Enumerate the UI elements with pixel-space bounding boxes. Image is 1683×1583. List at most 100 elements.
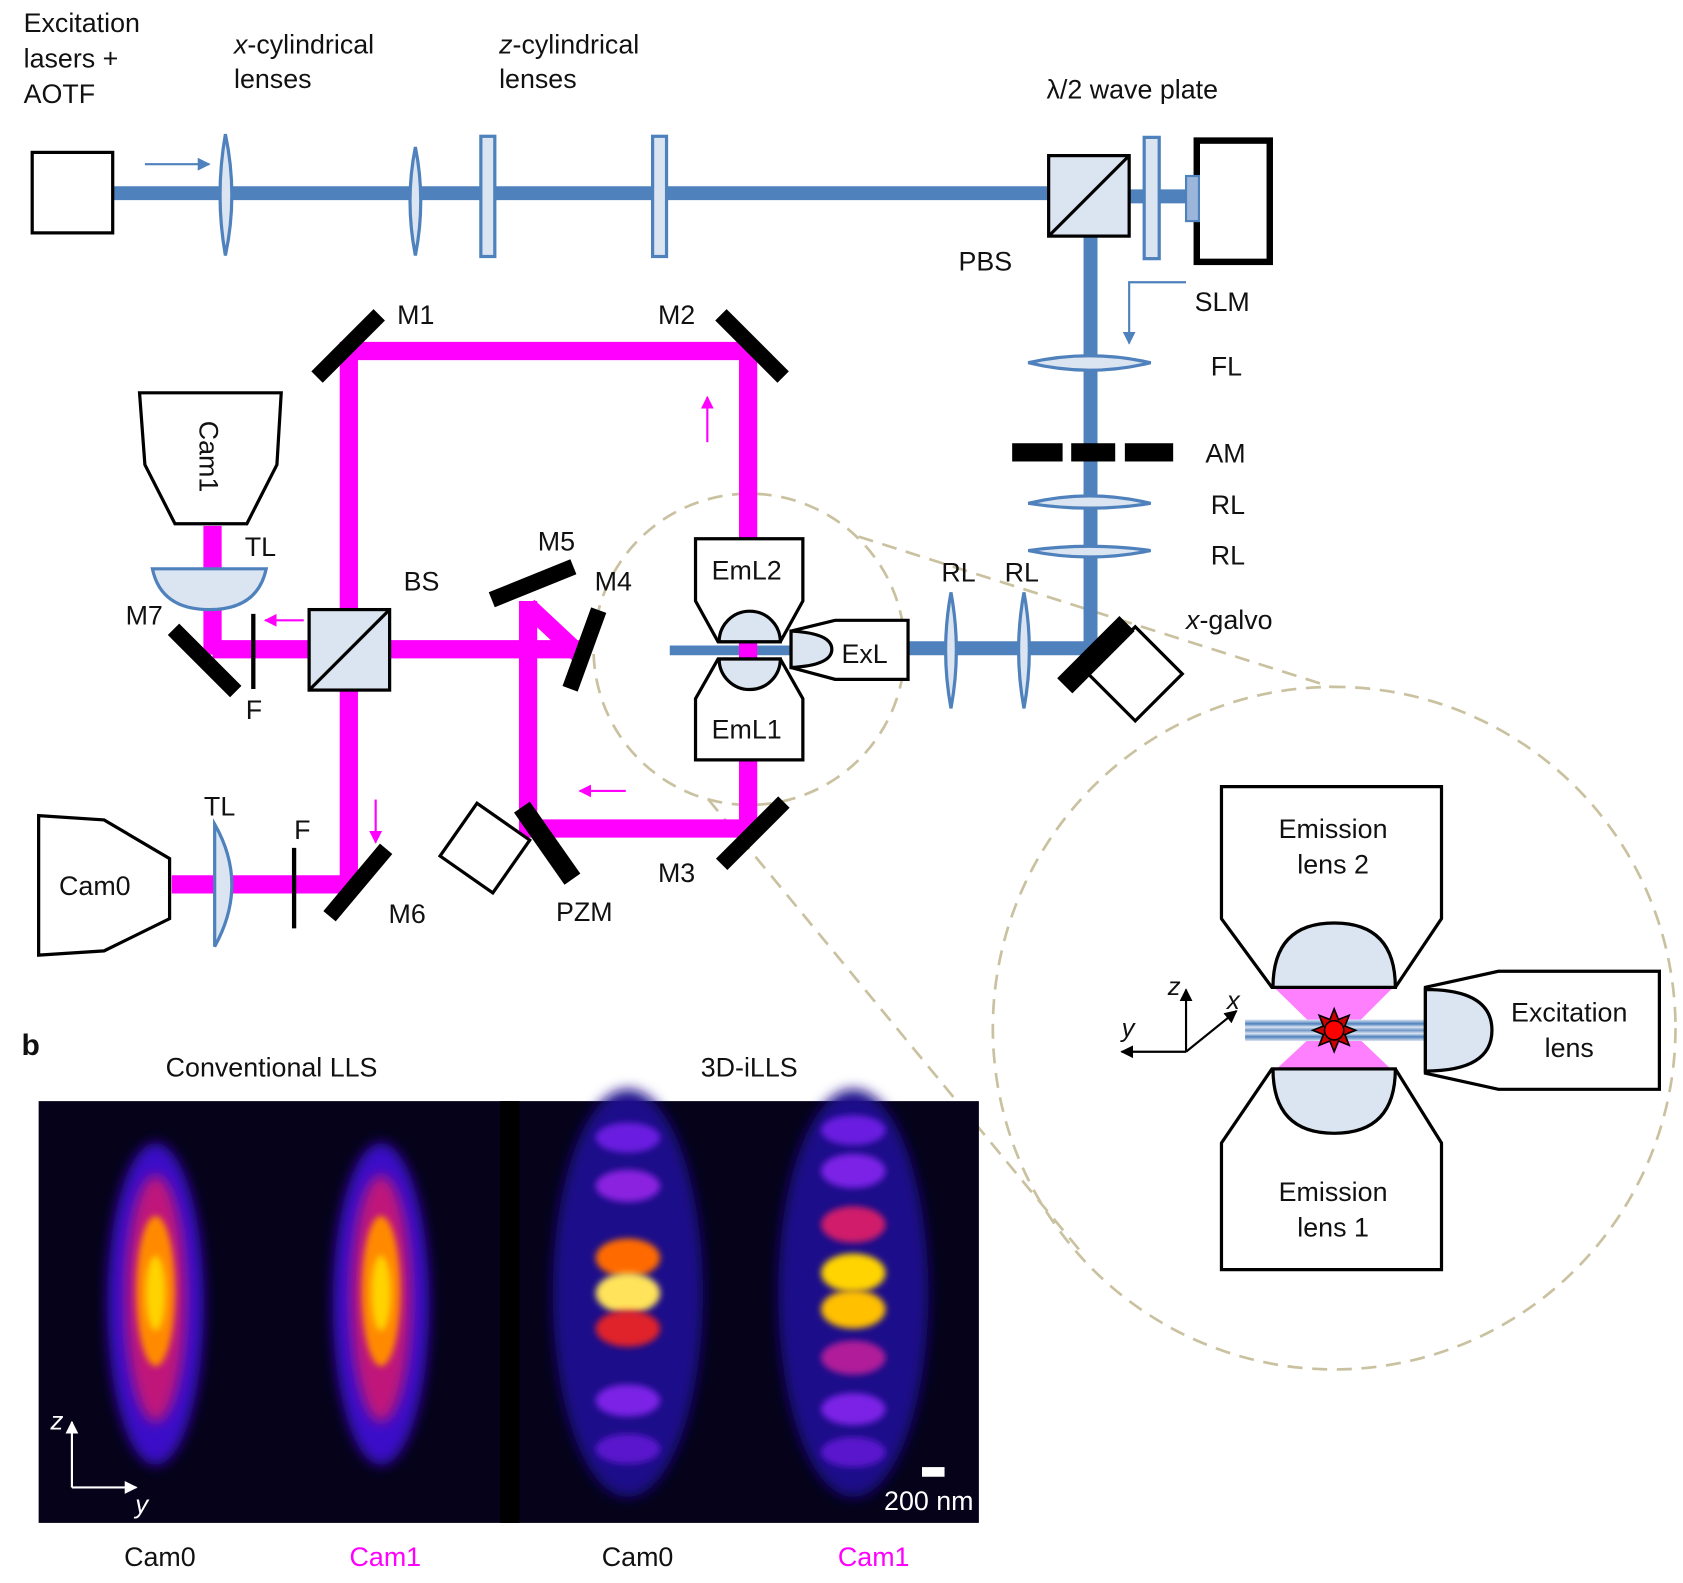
z-cylindrical-lens-2 [650,134,669,259]
label-m1: M1 [397,300,434,330]
label-slm: SLM [1195,287,1250,317]
psf-fringe [595,1238,661,1278]
label-m6: M6 [389,899,426,929]
psf-fringe [595,1310,661,1347]
inset-emission-lens-1-glass [1271,1067,1397,1135]
label-m4: M4 [595,566,632,596]
psf-fringe [821,1206,886,1243]
inset-emission-lens-1-label-2: lens 1 [1297,1212,1369,1242]
label-tl-top: TL [245,532,276,562]
psf-fringe [821,1153,886,1189]
inset-emission-lens-1-label-1: Emission [1279,1177,1388,1207]
scale-bar-label: 200 nm [884,1486,973,1516]
panel-a-labels: Excitation lasers + AOTF x-cylindrical l… [24,8,1273,929]
zoom-inset-circle [991,685,1677,1371]
psf-fringe [821,1290,886,1329]
psf-fringe [595,1122,661,1153]
label-am: AM [1205,439,1245,469]
label-eml1: EmL1 [712,714,782,744]
fl-lens [1027,354,1152,372]
inset-emission-lens-2-glass [1271,921,1397,989]
label-waveplate: λ/2 wave plate [1047,75,1219,105]
panel-b: b Conventional LLS 3D-iLLS z y 200 nm Ca… [21,1029,979,1572]
relay-lens-4 [1027,544,1151,559]
inset-axis-z-label: z [1167,973,1181,1001]
inset-excitation-lens [1423,969,1661,1091]
pbs-diagonal [1047,154,1131,238]
psf-fringe [821,1393,886,1426]
label-cam1: Cam1 [194,421,224,493]
label-m2: M2 [658,300,695,330]
label-pbs: PBS [958,246,1012,276]
camera-cam0 [37,813,172,957]
psf-fringe [595,1272,661,1314]
label-bs: BS [404,566,440,596]
label-rl-3: RL [1211,490,1245,520]
psf-fringe [821,1437,886,1468]
mirror-m3 [715,796,790,871]
psf-spots [107,1089,929,1498]
label-z-cylindrical-2: lenses [499,64,577,94]
label-excitation-lasers-2: lasers + [24,44,119,74]
psf-label-cam0-conventional: Cam0 [124,1542,196,1572]
inset-excitation-lens-label-1: Excitation [1511,998,1627,1028]
camera-cam1 [137,391,283,526]
label-exl: ExL [842,639,888,669]
label-rl-1: RL [941,558,975,588]
scale-bar [922,1467,945,1477]
psf-fringe [821,1115,886,1146]
slm-face [1184,174,1200,223]
inset-excitation-lens-glass [1423,987,1494,1073]
label-fl: FL [1211,352,1242,382]
psf-peak [371,1255,391,1331]
panel-b-title-3diLLS: 3D-iLLS [701,1052,798,1082]
label-f-bottom: F [294,815,310,845]
psf-label-cam0-3diLLS: Cam0 [602,1542,674,1572]
label-excitation-lasers-3: AOTF [24,79,96,109]
psf-fringe [595,1384,661,1417]
label-rl-4: RL [1211,541,1245,571]
label-f-top: F [246,695,262,725]
panel-b-letter: b [21,1029,39,1062]
x-cylindrical-lens-1 [218,133,234,256]
psf-fringe [595,1433,661,1464]
x-galvo-mirror [1057,615,1135,694]
inset-axis-y-label: y [1120,1015,1137,1043]
slm-box [1193,137,1273,266]
label-z-cylindrical: z-cylindrical [498,30,639,60]
piezo-mirror [437,800,581,896]
mirror-m2 [715,309,789,383]
label-x-galvo: x-galvo [1184,605,1273,635]
label-tl-bottom: TL [204,792,235,822]
psf-label-cam1-3diLLS: Cam1 [838,1542,910,1572]
x-cylindrical-lens-2 [408,146,423,256]
label-excitation-lasers-1: Excitation [24,8,140,38]
mirror-m7 [167,623,242,698]
psf-axis-y-label: y [133,1491,150,1519]
label-cam0: Cam0 [59,871,131,901]
annular-mask-right [1124,443,1174,462]
inset-detail: z x y Emission lens 2 Emission lens 1 Ex… [1120,785,1661,1272]
mirror-m1 [311,309,385,383]
tube-lens-cam1 [150,567,269,612]
exl-lens [789,629,834,670]
label-x-cylindrical-2: lenses [234,64,312,94]
excitation-path [30,133,1273,724]
relay-lens-3 [1027,494,1152,510]
label-eml2: EmL2 [712,556,782,586]
eml1-lens [717,657,782,692]
inset-excitation-lens-label-2: lens [1545,1033,1594,1063]
psf-group-divider [500,1101,520,1523]
psf-fringe [595,1169,661,1203]
panel-b-axes: z y [49,1408,150,1520]
x-galvo [1057,615,1185,724]
mirror-m5 [488,559,577,608]
beamsplitter-diagonal [307,608,391,692]
pzm-body [437,800,532,896]
fluorophore-icon [1310,1006,1358,1054]
label-x-cylindrical: x-cylindrical [232,30,374,60]
z-cylindrical-lens-1 [479,134,497,259]
inset-x-axis-arrow-icon [1185,1010,1238,1053]
panel-b-title-conventional: Conventional LLS [166,1052,378,1082]
